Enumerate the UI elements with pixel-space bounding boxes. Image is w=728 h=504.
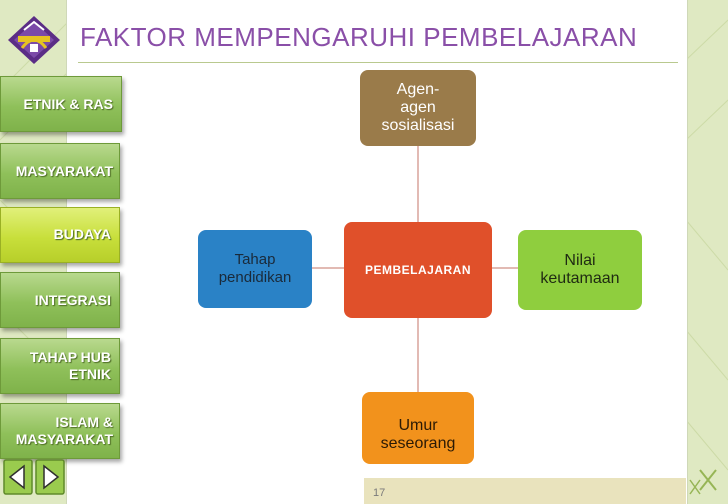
sidebar-item-label: ETNIK & RAS (23, 95, 113, 112)
title-divider (78, 62, 678, 63)
node-label: Agen- agen sosialisasi (381, 81, 455, 134)
sidebar-item-integrasi[interactable]: INTEGRASI (0, 272, 120, 328)
node-label: Umur seseorang (380, 417, 456, 452)
sidebar-item-tahap-hub-etnik[interactable]: TAHAP HUB ETNIK (0, 338, 120, 394)
arrow-left-icon[interactable] (3, 459, 33, 495)
sidebar-item-masyarakat[interactable]: MASYARAKAT (0, 143, 120, 199)
node-tahap-pendidikan: Tahap pendidikan (198, 230, 312, 308)
node-label: Nilai keutamaan (540, 252, 620, 287)
node-pembelajaran: PEMBELAJARAN (344, 222, 492, 318)
node-umur-seseorang: Umur seseorang (362, 392, 474, 464)
sidebar-item-label: INTEGRASI (34, 291, 111, 308)
page-number-bar (364, 478, 686, 504)
nav-arrows (3, 459, 65, 495)
sidebar-item-islam-masyarakat[interactable]: ISLAM & MASYARAKAT (0, 403, 120, 459)
university-logo (8, 16, 60, 64)
sidebar-item-label: MASYARAKAT (15, 162, 113, 179)
sidebar-item-label: BUDAYA (53, 226, 111, 242)
arrow-right-icon[interactable] (35, 459, 65, 495)
node-agen-sosialisasi: Agen- agen sosialisasi (360, 70, 476, 146)
node-label: Tahap pendidikan (218, 251, 292, 286)
sidebar-item-etnik-ras[interactable]: ETNIK & RAS (0, 76, 122, 132)
sidebar-item-budaya[interactable]: BUDAYA (0, 207, 120, 263)
page-title: FAKTOR MEMPENGARUHI PEMBELAJARAN (80, 22, 638, 52)
node-label: PEMBELAJARAN (364, 263, 471, 277)
node-nilai-keutamaan: Nilai keutamaan (518, 230, 642, 310)
page-number: 17 (373, 487, 386, 499)
sidebar-item-label: TAHAP HUB ETNIK (29, 349, 111, 382)
sidebar-item-label: ISLAM & MASYARAKAT (15, 414, 113, 447)
